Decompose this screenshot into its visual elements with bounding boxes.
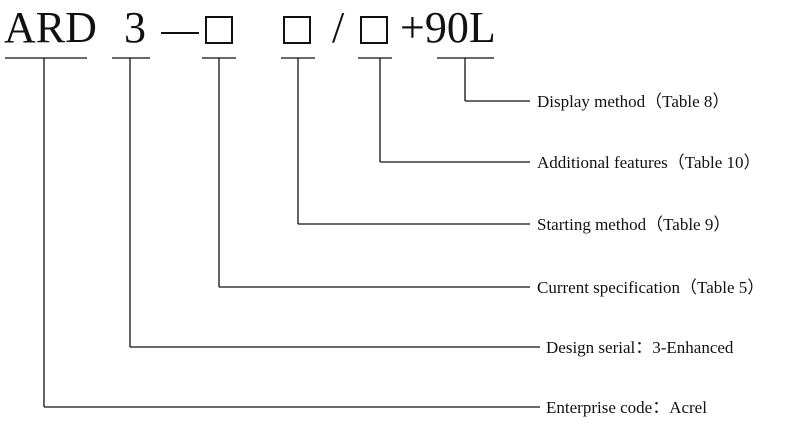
additional-features-placeholder-box (360, 16, 388, 44)
starting-method-placeholder-box (283, 16, 311, 44)
label-current-specification: Current specification（Table 5） (537, 278, 765, 297)
code-slash: / (332, 3, 345, 52)
label-additional-features: Additional features（Table 10） (537, 153, 761, 172)
code-series: 3 (124, 3, 146, 52)
label-display-method: Display method（Table 8） (537, 92, 730, 111)
code-dash (161, 32, 199, 34)
code-prefix: ARD (4, 3, 97, 52)
label-design-serial: Design serial：3-Enhanced (546, 338, 734, 357)
code-suffix: +90L (400, 3, 496, 52)
label-starting-method: Starting method（Table 9） (537, 215, 731, 234)
label-enterprise-code: Enterprise code：Acrel (546, 398, 707, 417)
current-spec-placeholder-box (205, 16, 233, 44)
